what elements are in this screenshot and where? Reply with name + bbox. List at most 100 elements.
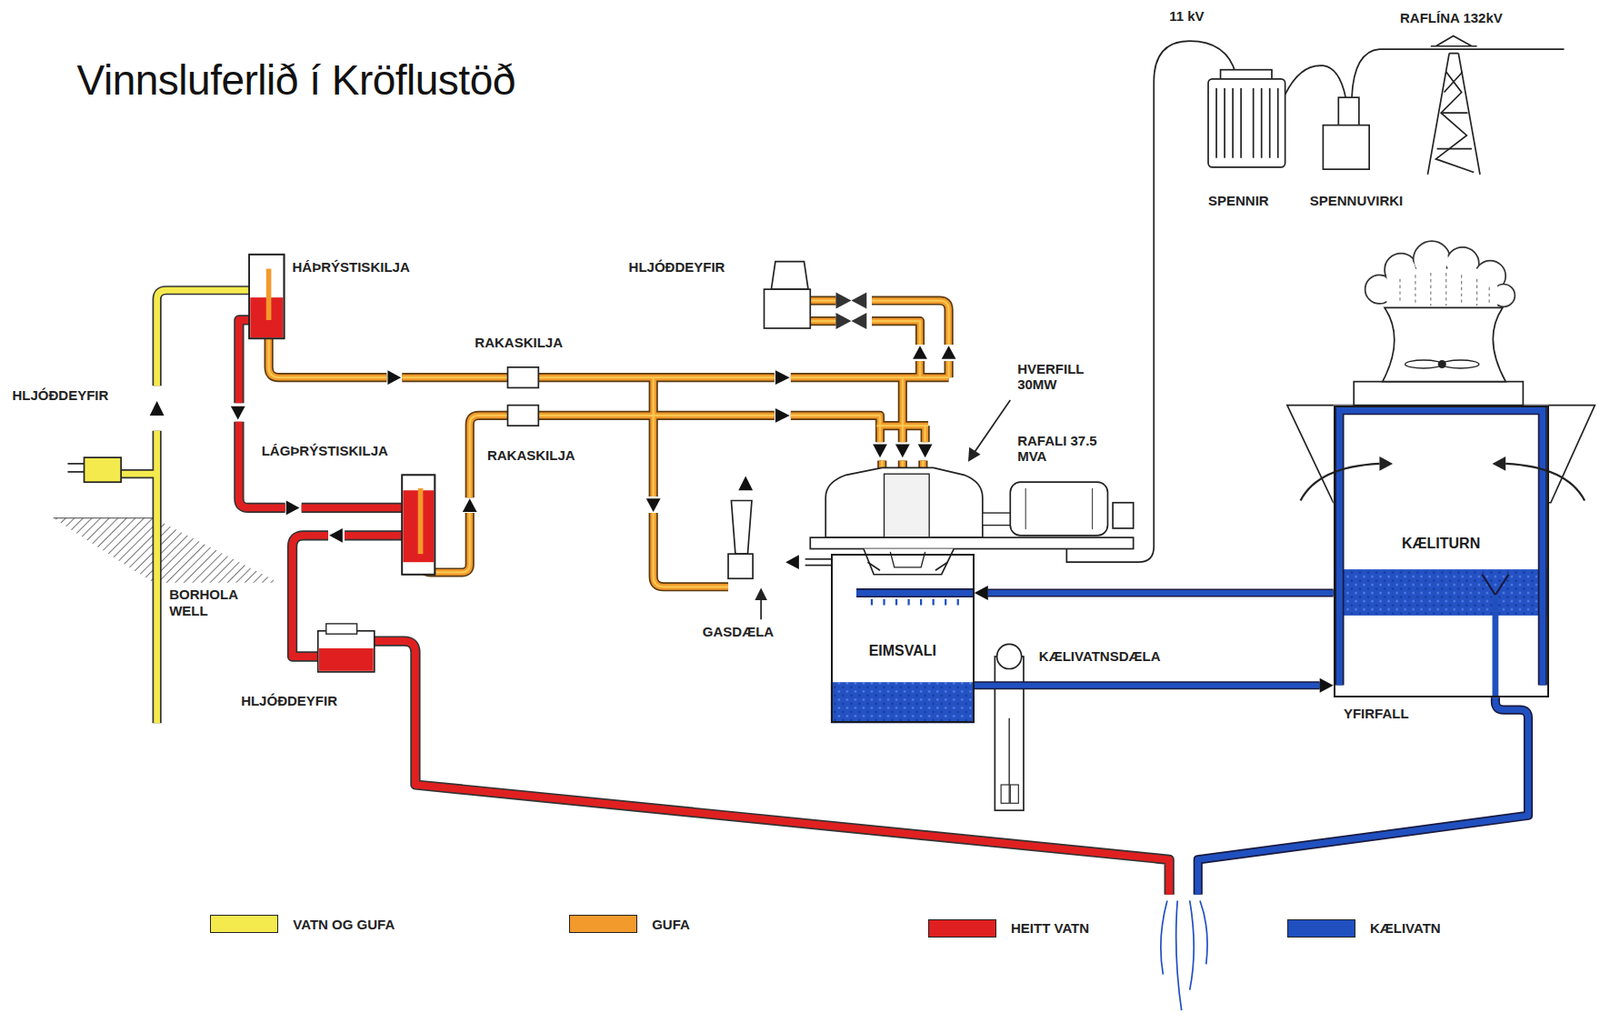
silencer-left	[67, 457, 121, 482]
component-label: YFIRFALL	[1343, 705, 1410, 721]
turbine-generator	[1112, 502, 1134, 529]
cooling-tower	[1492, 456, 1507, 471]
cooling-water-pump	[1008, 718, 1010, 785]
cooling-water-connector	[974, 678, 1334, 693]
equipment-box: EIMSVALI	[830, 553, 975, 723]
component-label: RAKASKILJA	[474, 334, 563, 350]
hot-water-pipe	[239, 320, 1170, 895]
silencer-top	[835, 292, 851, 310]
cooling-tower	[1339, 410, 1542, 685]
flow-arrow	[941, 345, 957, 360]
power-pylon	[1437, 71, 1472, 150]
flow-arrow	[895, 443, 910, 458]
silencer-top	[850, 292, 867, 310]
electric-wire	[1066, 40, 1564, 562]
condenser-parts	[871, 599, 959, 606]
steam-water-pipe	[120, 290, 251, 723]
cooling-tower	[1287, 307, 1595, 698]
steam-water-pipe	[120, 290, 251, 723]
cooling-tower	[1481, 574, 1509, 596]
hot-water-pipe	[239, 320, 1170, 895]
turbine-generator	[935, 561, 949, 570]
silencer-left	[67, 470, 84, 473]
flow-arrow	[785, 554, 800, 570]
transformer	[1208, 79, 1286, 168]
switchyard	[1338, 97, 1360, 129]
leader-line	[760, 599, 762, 620]
legend-text: VATN OG GUFA	[292, 916, 395, 932]
electric-wire	[1285, 65, 1347, 98]
connector-outline	[974, 680, 1320, 690]
connector-line	[988, 590, 1334, 596]
component-label: RAKASKILJA	[487, 447, 576, 463]
low-pressure-separator	[401, 474, 435, 574]
legend-text: KÆLIVATN	[1370, 920, 1441, 936]
turbine-generator	[1025, 488, 1027, 530]
leader-arrowhead	[968, 447, 981, 462]
turbine-generator	[867, 561, 880, 570]
power-pylon	[1430, 35, 1478, 46]
cooling-tower	[1339, 410, 1542, 685]
component-label: GASDÆLA	[702, 623, 774, 640]
high-pressure-separator	[249, 254, 284, 340]
cooling-tower	[1438, 360, 1447, 369]
component-label: HÁÞRÝSTISKILJA	[292, 259, 410, 275]
turbine-generator	[1091, 488, 1093, 530]
cooling-tower	[1382, 307, 1506, 381]
power-pylon	[1427, 53, 1480, 175]
connector-line	[974, 682, 1320, 689]
connector-outline	[988, 589, 1334, 598]
leader-arrowhead	[754, 447, 980, 600]
flow-arrow	[872, 443, 888, 458]
flow-arrow	[329, 528, 343, 543]
component-label: HVERFILL 30MW	[1017, 360, 1104, 393]
node-label: EIMSVALI	[869, 642, 937, 660]
transformer	[1216, 88, 1279, 159]
flow-arrow	[150, 400, 165, 416]
low-pressure-separator	[401, 474, 435, 574]
cooling-tower	[1505, 463, 1585, 501]
power-pylon	[1427, 35, 1480, 174]
flow-arrow	[775, 408, 790, 423]
turbine-generator	[1010, 481, 1108, 536]
legend-item: VATN OG GUFA	[210, 914, 395, 933]
switchyard	[1322, 125, 1370, 170]
condenser-parts	[830, 599, 975, 724]
silencer-top	[850, 312, 867, 330]
transformer	[1208, 70, 1286, 168]
component-label: SPENNUVIRKI	[1310, 192, 1404, 209]
flow-arrow	[286, 500, 300, 516]
cooling-water-pump	[994, 643, 1024, 810]
turbine-generator	[810, 537, 1133, 549]
diagram-title: Vinnsluferlið í Kröflustöð	[77, 57, 516, 104]
component-label: HLJÓÐDEYFIR	[629, 259, 726, 275]
moisture-separator	[507, 367, 539, 426]
silencer-bottom	[326, 623, 358, 634]
node-text-row: KÆLITURN	[1335, 535, 1548, 552]
high-pressure-separator	[249, 254, 284, 340]
cooling-water-pump	[1010, 784, 1019, 803]
cooling-water-pump	[994, 656, 1024, 810]
silencer-top	[770, 261, 809, 290]
steam-cloud	[1400, 272, 1490, 306]
gas-pump	[730, 500, 752, 555]
flow-arrow	[775, 370, 790, 385]
steam-cloud	[1386, 255, 1416, 285]
gas-pump	[805, 558, 833, 560]
legend-swatch	[210, 914, 279, 933]
gas-pump	[805, 564, 833, 567]
steam-water-pipe	[120, 290, 251, 723]
cooling-tower	[1335, 569, 1547, 616]
silencer-left	[84, 457, 122, 482]
turbine-generator	[863, 549, 954, 575]
cooling-tower	[1300, 463, 1380, 501]
component-label: SPENNIR	[1208, 192, 1270, 209]
silencer-top	[764, 261, 868, 330]
legend-item: HEITT VATN	[928, 919, 1090, 938]
silencer-top	[764, 289, 811, 329]
reinjection-jets	[1190, 900, 1195, 990]
cooling-tower	[1379, 456, 1393, 471]
legend-text: GUFA	[651, 916, 690, 932]
